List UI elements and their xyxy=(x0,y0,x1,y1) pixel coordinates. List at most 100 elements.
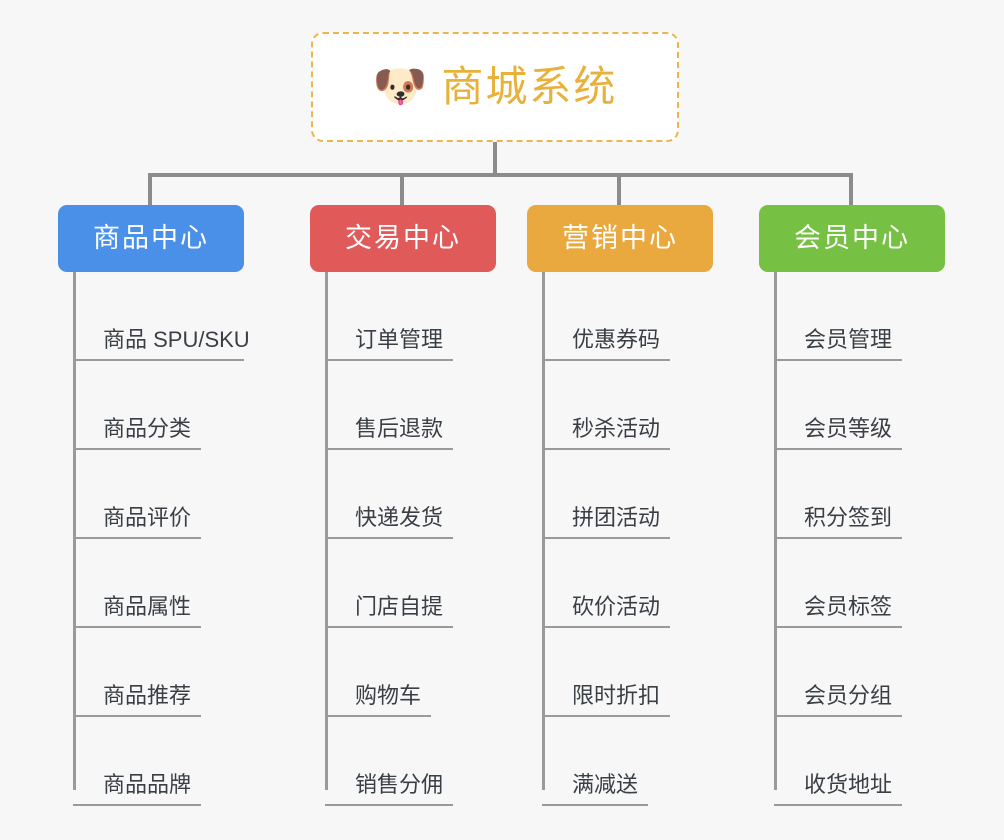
list-item-underline xyxy=(774,715,902,717)
list-item-underline xyxy=(542,448,670,450)
list-item-underline xyxy=(325,359,453,361)
list-item[interactable]: 收货地址 xyxy=(774,717,945,806)
list-item-underline xyxy=(325,537,453,539)
list-item[interactable]: 限时折扣 xyxy=(542,628,713,717)
list-item-underline xyxy=(73,448,201,450)
list-item-underline xyxy=(774,537,902,539)
list-item-label: 商品评价 xyxy=(103,505,192,530)
list-item-label: 限时折扣 xyxy=(572,683,661,708)
list-item-underline xyxy=(325,715,431,717)
list-item-label: 商品品牌 xyxy=(103,772,192,797)
column-spine xyxy=(73,272,76,790)
column-spine xyxy=(542,272,545,790)
list-item-underline xyxy=(325,448,453,450)
branch-column-1: 商品中心商品 SPU/SKU 商品分类商品评价商品属性商品推荐商品品牌 xyxy=(58,205,250,806)
category-box-2[interactable]: 交易中心 xyxy=(310,205,496,272)
list-item-label: 会员分组 xyxy=(804,683,893,708)
connector-drop-4 xyxy=(849,173,853,205)
list-item-underline xyxy=(73,715,201,717)
list-item[interactable]: 秒杀活动 xyxy=(542,361,713,450)
list-item[interactable]: 订单管理 xyxy=(325,272,496,361)
list-item[interactable]: 拼团活动 xyxy=(542,450,713,539)
list-item-label: 会员标签 xyxy=(804,594,893,619)
list-item-underline xyxy=(542,359,670,361)
list-item[interactable]: 商品属性 xyxy=(73,539,244,628)
list-item-label: 商品 SPU/SKU xyxy=(103,327,250,352)
column-spine xyxy=(774,272,777,790)
category-label: 商品中心 xyxy=(93,223,209,253)
category-box-3[interactable]: 营销中心 xyxy=(527,205,713,272)
column-item-list: 会员管理会员等级积分签到会员标签会员分组收货地址 xyxy=(774,272,945,806)
list-item-label: 订单管理 xyxy=(355,327,444,352)
list-item-underline xyxy=(542,626,670,628)
connector-horizontal-bus xyxy=(148,173,853,177)
list-item-label: 购物车 xyxy=(355,683,422,708)
list-item-underline xyxy=(542,715,670,717)
branch-column-2: 交易中心订单管理售后退款快递发货门店自提购物车销售分佣 xyxy=(310,205,496,806)
list-item-underline xyxy=(774,626,902,628)
list-item-underline xyxy=(73,537,201,539)
list-item[interactable]: 会员管理 xyxy=(774,272,945,361)
list-item[interactable]: 购物车 xyxy=(325,628,496,717)
list-item[interactable]: 售后退款 xyxy=(325,361,496,450)
list-item[interactable]: 会员等级 xyxy=(774,361,945,450)
list-item-underline xyxy=(774,359,902,361)
branch-column-3: 营销中心优惠券码秒杀活动拼团活动砍价活动限时折扣满减送 xyxy=(527,205,713,806)
branch-column-4: 会员中心会员管理会员等级积分签到会员标签会员分组收货地址 xyxy=(759,205,945,806)
list-item[interactable]: 商品 SPU/SKU xyxy=(73,272,250,361)
root-node[interactable]: 🐶 商城系统 xyxy=(311,32,679,142)
list-item-label: 商品推荐 xyxy=(103,683,192,708)
list-item-label: 砍价活动 xyxy=(572,594,661,619)
category-label: 会员中心 xyxy=(794,223,910,253)
list-item-label: 快递发货 xyxy=(355,505,444,530)
list-item-underline xyxy=(73,804,201,806)
list-item-label: 售后退款 xyxy=(355,416,444,441)
list-item-label: 商品分类 xyxy=(103,416,192,441)
list-item[interactable]: 优惠券码 xyxy=(542,272,713,361)
list-item[interactable]: 商品评价 xyxy=(73,450,244,539)
list-item-label: 销售分佣 xyxy=(355,772,444,797)
list-item-label: 会员管理 xyxy=(804,327,893,352)
list-item-underline xyxy=(325,804,453,806)
list-item-label: 优惠券码 xyxy=(572,327,661,352)
list-item-label: 商品属性 xyxy=(103,594,192,619)
list-item-label: 积分签到 xyxy=(804,505,893,530)
root-node-content: 🐶 商城系统 xyxy=(373,65,618,109)
list-item[interactable]: 会员标签 xyxy=(774,539,945,628)
list-item-underline xyxy=(73,359,244,361)
connector-drop-1 xyxy=(148,173,152,205)
connector-drop-3 xyxy=(617,173,621,205)
column-item-list: 商品 SPU/SKU 商品分类商品评价商品属性商品推荐商品品牌 xyxy=(73,272,250,806)
list-item[interactable]: 满减送 xyxy=(542,717,713,806)
list-item[interactable]: 积分签到 xyxy=(774,450,945,539)
list-item[interactable]: 快递发货 xyxy=(325,450,496,539)
column-spine xyxy=(325,272,328,790)
connector-drop-2 xyxy=(400,173,404,205)
list-item[interactable]: 商品分类 xyxy=(73,361,244,450)
column-item-list: 优惠券码秒杀活动拼团活动砍价活动限时折扣满减送 xyxy=(542,272,713,806)
category-box-1[interactable]: 商品中心 xyxy=(58,205,244,272)
list-item[interactable]: 商品推荐 xyxy=(73,628,244,717)
category-label: 营销中心 xyxy=(562,223,678,253)
list-item-label: 会员等级 xyxy=(804,416,893,441)
list-item-label: 秒杀活动 xyxy=(572,416,661,441)
column-item-list: 订单管理售后退款快递发货门店自提购物车销售分佣 xyxy=(325,272,496,806)
list-item-underline xyxy=(325,626,453,628)
category-box-4[interactable]: 会员中心 xyxy=(759,205,945,272)
list-item-underline xyxy=(774,448,902,450)
list-item-underline xyxy=(73,626,201,628)
list-item-label: 收货地址 xyxy=(804,772,893,797)
dog-face-icon: 🐶 xyxy=(372,61,428,112)
list-item[interactable]: 商品品牌 xyxy=(73,717,244,806)
list-item-label: 拼团活动 xyxy=(572,505,661,530)
list-item[interactable]: 销售分佣 xyxy=(325,717,496,806)
list-item-underline xyxy=(542,804,648,806)
connector-root-stub xyxy=(493,142,497,176)
list-item-underline xyxy=(774,804,902,806)
list-item[interactable]: 砍价活动 xyxy=(542,539,713,628)
root-title: 商城系统 xyxy=(441,63,618,110)
list-item[interactable]: 门店自提 xyxy=(325,539,496,628)
category-label: 交易中心 xyxy=(345,223,461,253)
list-item[interactable]: 会员分组 xyxy=(774,628,945,717)
